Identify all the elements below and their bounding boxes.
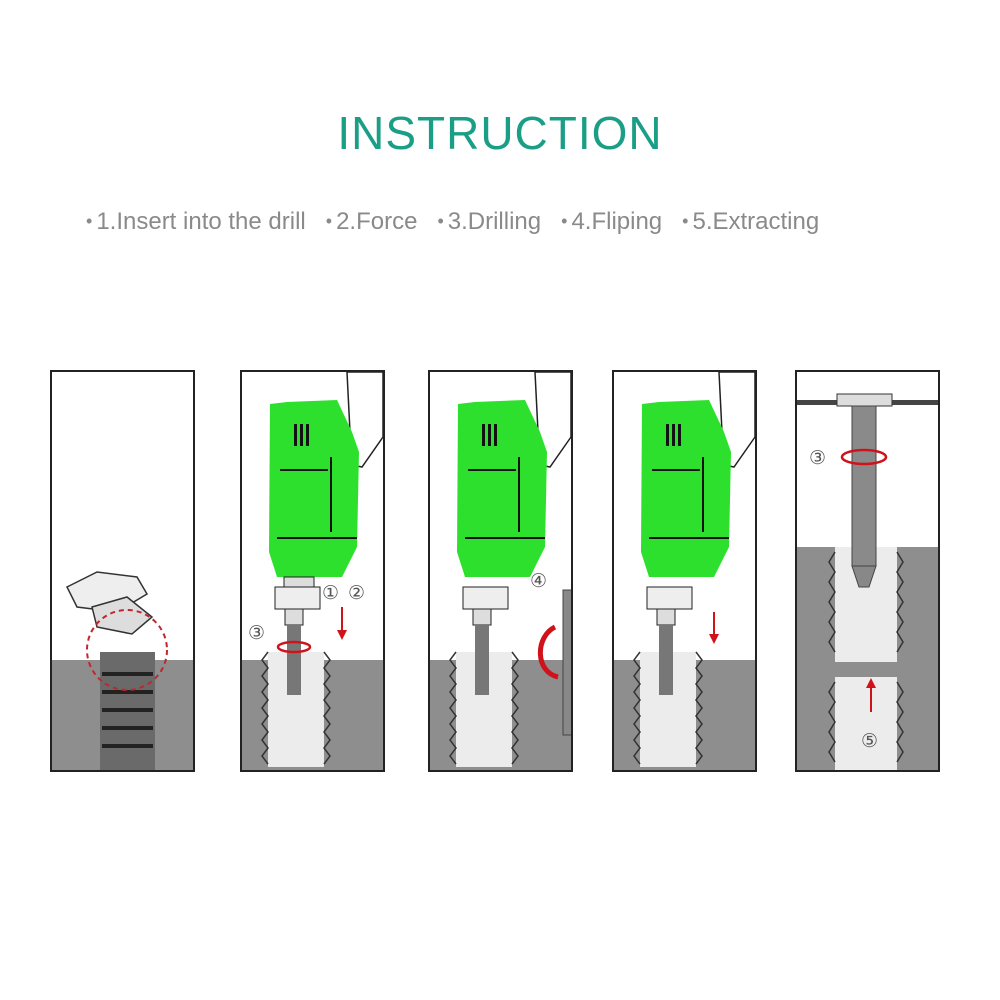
steps-list: 1.Insert into the drill 2.Force 3.Drilli… [86, 208, 926, 236]
step-2: 2.Force [326, 208, 417, 236]
panel-broken-bolt [50, 370, 195, 772]
step-3: 3.Drilling [437, 208, 541, 236]
marker-5: ⑤ [861, 731, 879, 752]
panel-fliping [612, 370, 757, 772]
marker-2: ② [348, 583, 366, 604]
drilling-illustration [430, 372, 571, 770]
marker-3-extract: ③ [809, 448, 827, 469]
page-title: INSTRUCTION [337, 107, 663, 159]
step-1: 1.Insert into the drill [86, 208, 305, 236]
fliping-illustration [614, 372, 755, 770]
step-4: 4.Fliping [561, 208, 662, 236]
marker-1: ① [322, 583, 340, 604]
panel-extracting: ③ ⑤ [795, 370, 940, 772]
panel-drilling: ④ [428, 370, 573, 772]
marker-3: ③ [248, 623, 266, 644]
drill-illustration [242, 372, 383, 770]
extracting-illustration [797, 393, 938, 770]
panel-insert-drill: ① ② ③ [240, 370, 385, 772]
step-5: 5.Extracting [682, 208, 819, 236]
broken-bolt-illustration [52, 571, 193, 770]
marker-4: ④ [530, 571, 548, 592]
